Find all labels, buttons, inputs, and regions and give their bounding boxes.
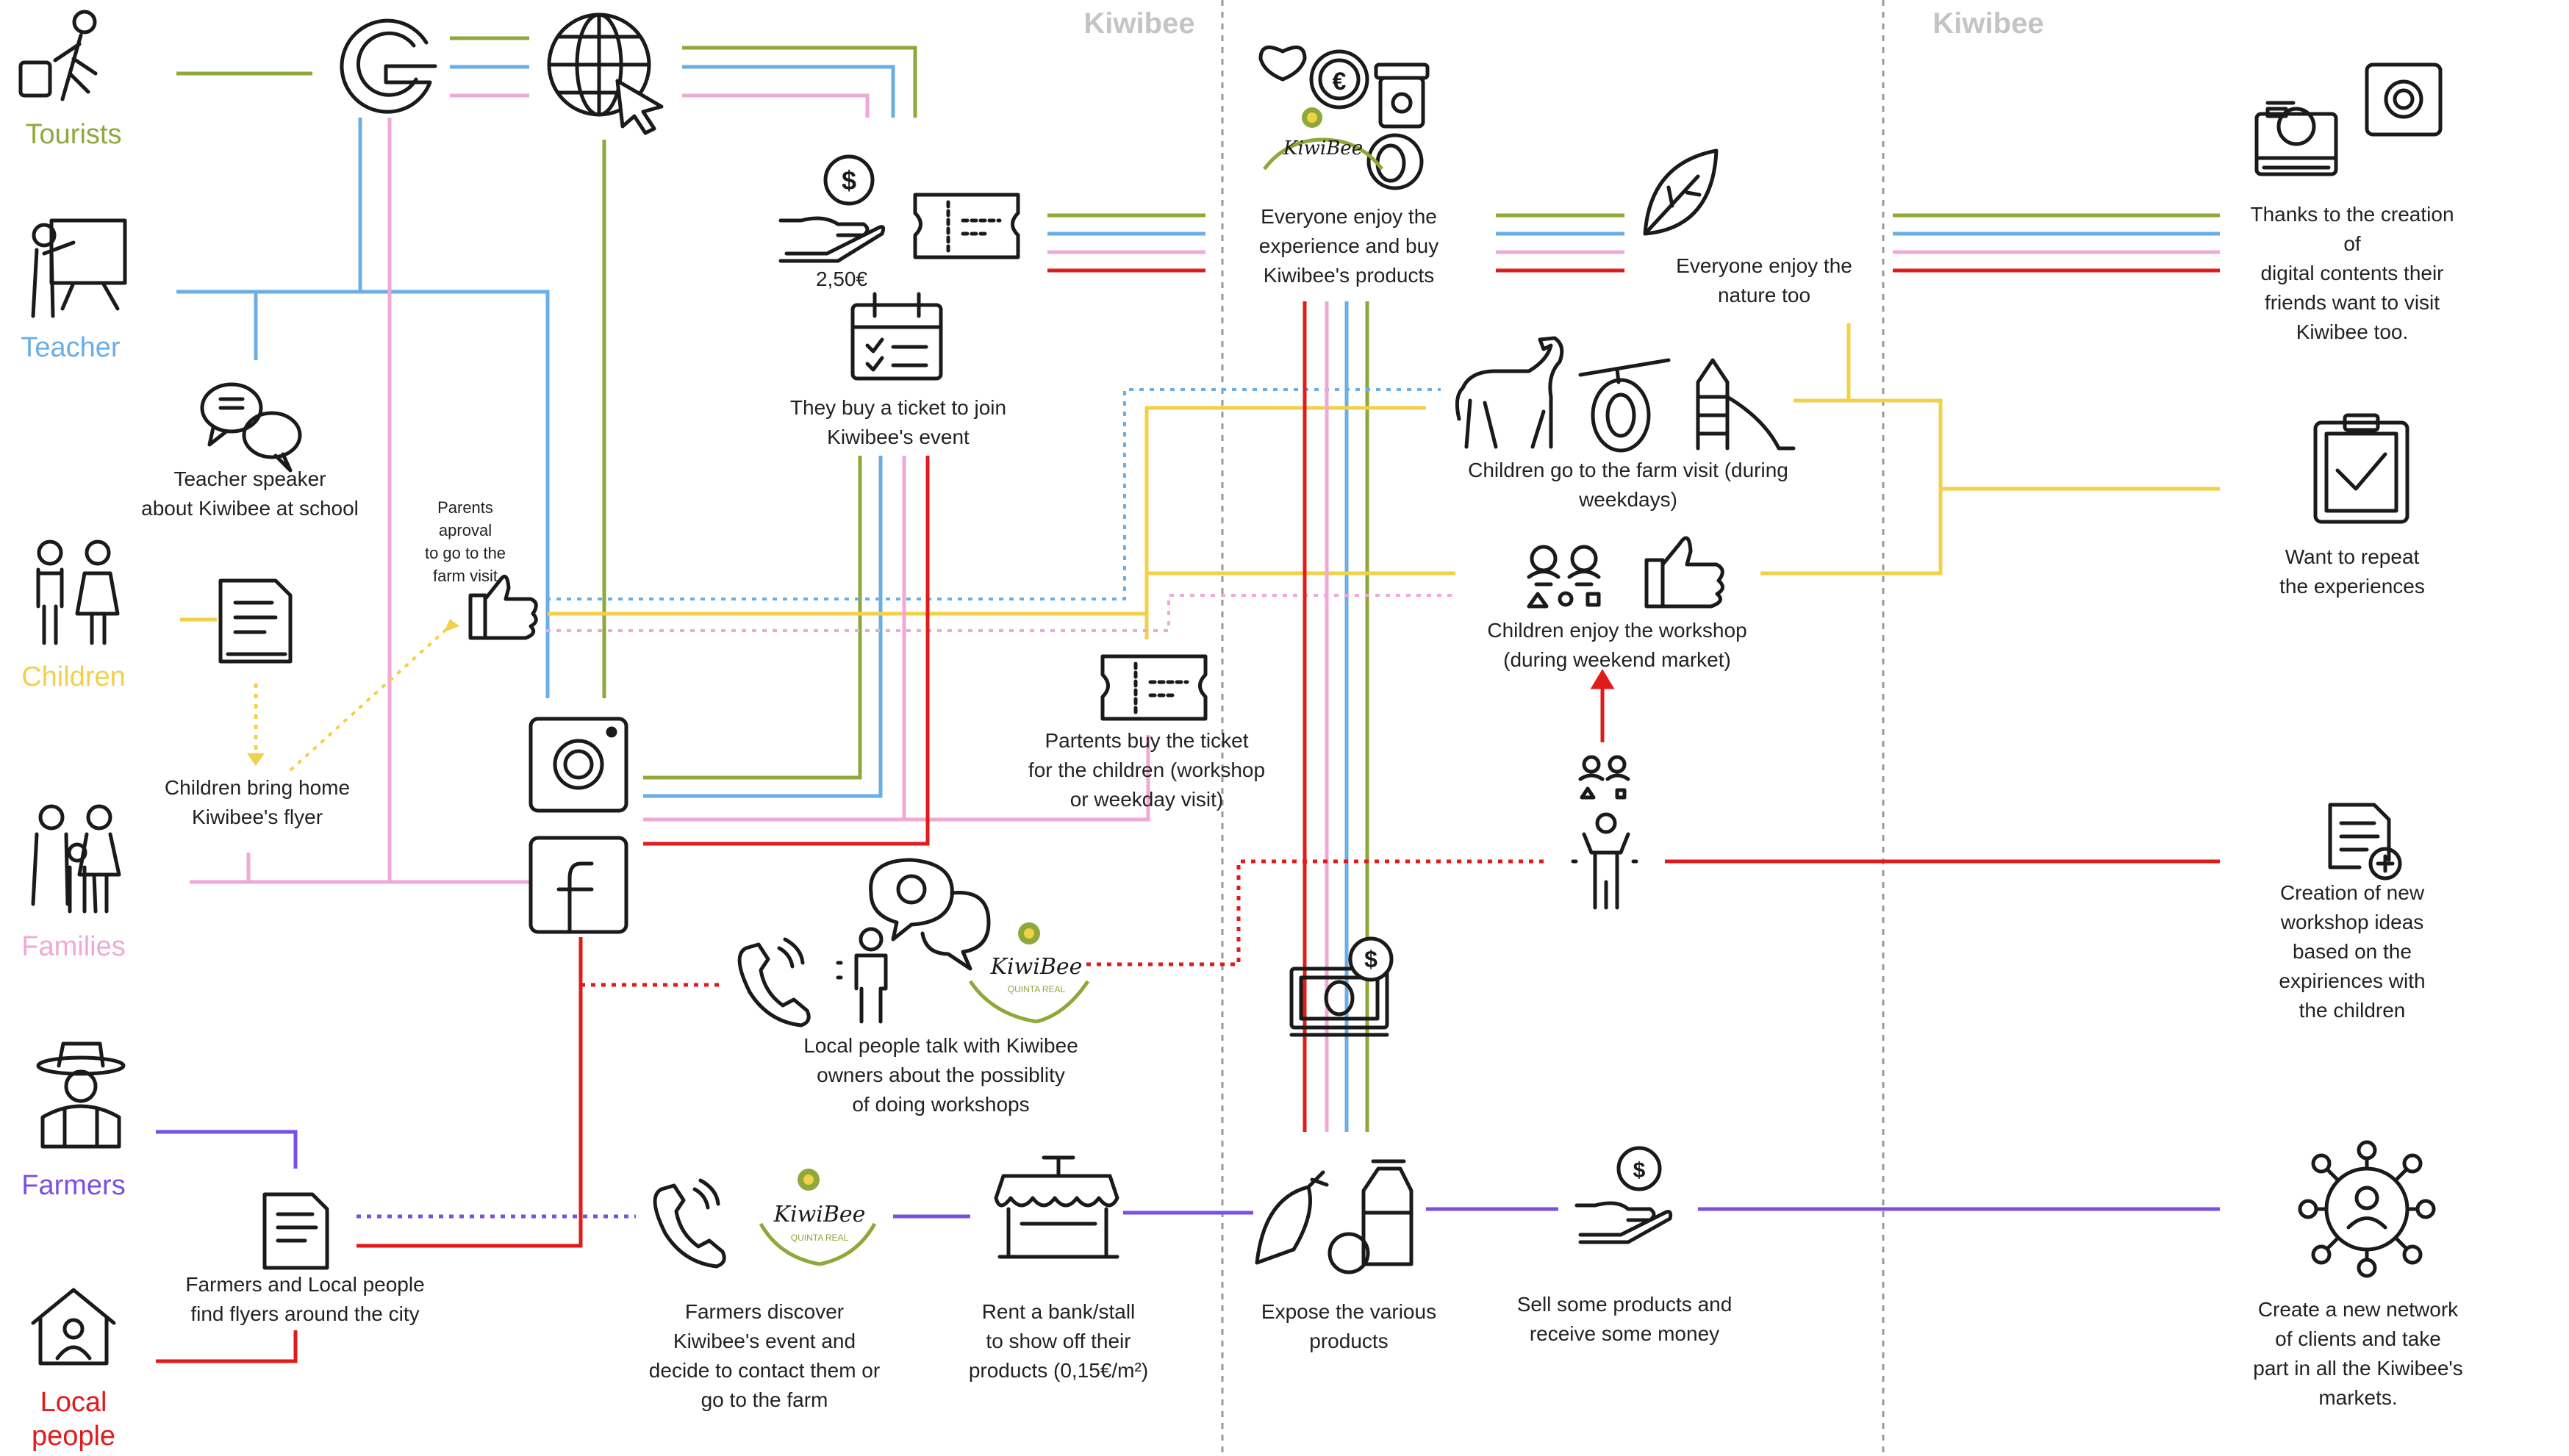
label-flyer-home: Children bring home Kiwibee's flyer — [164, 776, 351, 828]
label-find-flyers: Farmers and Local people find flyers aro… — [185, 1273, 425, 1325]
label-farm-visit: Children go to the farm visit (during we… — [1468, 459, 1788, 511]
document-icon — [262, 1192, 329, 1270]
svg-text:$: $ — [1633, 1158, 1646, 1183]
children-path — [180, 323, 2220, 757]
label-rent-stall: Rent a bank/stall to show off their prod… — [968, 1300, 1149, 1382]
flyer-arrows — [247, 619, 459, 772]
euro-symbol: € — [1333, 68, 1347, 96]
section-header: Kiwibee — [1932, 7, 2044, 40]
facebook-icon — [529, 836, 628, 934]
label-parents-buy: Partents buy the ticket for the children… — [1028, 729, 1266, 811]
label-workshop: Children enjoy the workshop (during week… — [1487, 619, 1747, 671]
calendar-icon — [850, 292, 943, 381]
checklist-add-icon — [2328, 803, 2402, 881]
dollar-coin-symbol: $ — [1364, 946, 1377, 972]
kiwibee-logo: KiwiBee QUINTA REAL — [968, 922, 1090, 1024]
ticket-icon — [1100, 654, 1208, 721]
farmer-icon — [36, 1041, 126, 1149]
actor-farmers: Farmers — [21, 1170, 126, 1201]
svg-text:$: $ — [842, 165, 856, 196]
children-icon — [36, 539, 120, 645]
actor-local-people: Local people — [31, 1387, 116, 1452]
label-network: Create a new network of clients and take… — [2253, 1298, 2463, 1409]
horse-icon — [1455, 336, 1564, 449]
label-price: 2,50€ — [815, 268, 868, 290]
slide-icon — [1696, 358, 1796, 451]
svg-text:KiwiBee: KiwiBee — [773, 1202, 866, 1227]
heart-icon — [1258, 45, 1307, 82]
chat-bubbles-icon — [200, 382, 302, 473]
person-icon — [836, 927, 888, 1024]
dollar-hand-icon: $ — [1574, 1146, 1673, 1244]
label-digital: Thanks to the creation of digital conten… — [2250, 203, 2454, 343]
instagram-icon — [529, 717, 628, 813]
label-farmers-discover: Farmers discover Kiwibee's event and dec… — [648, 1300, 881, 1411]
label-new-ideas: Creation of new workshop ideas based on … — [2279, 881, 2426, 1022]
svg-text:QUINTA REAL: QUINTA REAL — [791, 1233, 849, 1243]
clipboard-check-icon — [2313, 413, 2409, 524]
svg-text:KiwiBee: KiwiBee — [990, 954, 1083, 980]
actor-families: Families — [21, 931, 126, 962]
walking-tourist-icon — [18, 10, 98, 101]
thumbs-up-icon — [468, 574, 538, 640]
document-icon — [218, 578, 293, 664]
actor-children: Children — [21, 661, 126, 692]
family-icon — [31, 804, 121, 914]
label-sell: Sell some products and receive some mone… — [1516, 1293, 1733, 1345]
ticket-icon — [913, 193, 1020, 259]
kids-balloons-icon — [1578, 755, 1630, 800]
money-bill-icon — [1289, 936, 1394, 1037]
phone-icon — [737, 937, 811, 1028]
camera-icon — [2254, 101, 2338, 176]
dollar-hand-icon: $ — [778, 154, 886, 263]
section-header: Kiwibee — [1083, 7, 1195, 40]
vegetables-icon — [1255, 1159, 1414, 1274]
label-repeat: Want to repeat the experiences — [2279, 545, 2425, 598]
kids-balloons-icon — [1527, 545, 1601, 609]
svg-text:QUINTA REAL: QUINTA REAL — [1008, 984, 1066, 994]
actor-tourists: Tourists — [25, 119, 122, 150]
kiwibee-logo: KiwiBee QUINTA REAL — [759, 1169, 877, 1266]
swing-icon — [1578, 358, 1671, 453]
label-expose: Expose the various products — [1261, 1300, 1437, 1352]
google-icon — [340, 18, 437, 114]
phone-icon — [653, 1178, 726, 1269]
honey-jar-icon — [1374, 62, 1430, 129]
teacher-path — [176, 65, 2220, 1132]
tourists-path — [176, 36, 2220, 1132]
person-icon — [1571, 812, 1643, 910]
label-parents-approval: Parents aproval to go to the farm visit — [424, 498, 506, 585]
network-icon — [2298, 1140, 2436, 1278]
farmers-path — [156, 1130, 2220, 1219]
thumbs-up-icon — [1644, 536, 1724, 609]
local-path — [156, 268, 2220, 1363]
instagram-icon — [2365, 62, 2443, 137]
chat-bubbles-icon — [869, 858, 991, 971]
market-stall-icon — [994, 1155, 1119, 1259]
label-buy-ticket: They buy a ticket to join Kiwibee's even… — [789, 396, 1007, 448]
actor-teacher: Teacher — [21, 332, 121, 363]
leaf-icon — [1643, 148, 1719, 236]
label-enjoy-buy: Everyone enjoy the experience and buy Ki… — [1258, 205, 1439, 287]
label-teacher-speaker: Teacher speaker about Kiwibee at school — [141, 467, 359, 520]
label-local-talk: Local people talk with Kiwibee owners ab… — [803, 1034, 1078, 1116]
svg-text:KiwiBee: KiwiBee — [1283, 137, 1363, 159]
house-person-icon — [31, 1288, 116, 1366]
label-enjoy-nature: Everyone enjoy the nature too — [1676, 254, 1852, 306]
euro-coin-icon — [1309, 49, 1369, 110]
globe-cursor-icon — [547, 12, 664, 135]
families-path — [190, 93, 2220, 1132]
kiwibee-logo: KiwiBee — [1263, 107, 1383, 171]
teacher-board-icon — [31, 218, 127, 318]
